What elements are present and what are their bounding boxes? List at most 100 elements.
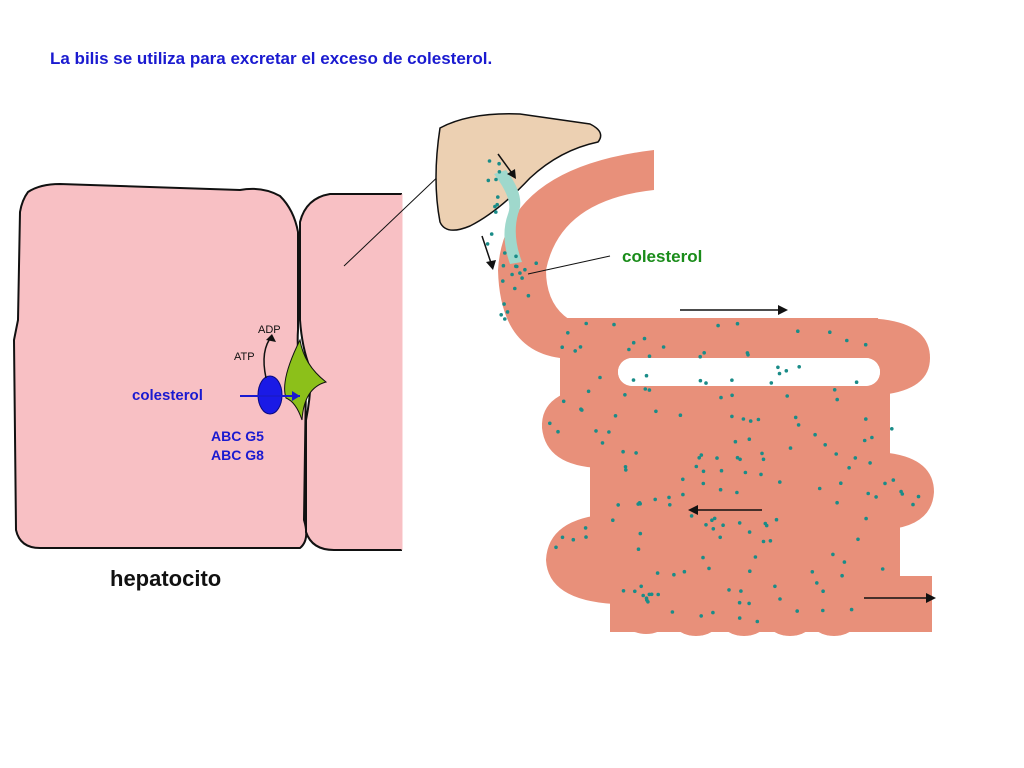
cholesterol-dot: [847, 466, 851, 470]
cholesterol-dot: [721, 523, 725, 527]
cholesterol-dot: [637, 501, 642, 505]
cholesterol-dot: [678, 413, 683, 418]
cholesterol-dot: [699, 453, 704, 457]
cholesterol-dot: [600, 441, 605, 445]
cholesterol-dot: [760, 451, 764, 456]
cholesterol-dot: [849, 607, 854, 612]
diagram-title: La bilis se utiliza para excretar el exc…: [50, 49, 492, 68]
cholesterol-dot: [653, 497, 657, 502]
cholesterol-dot: [748, 419, 753, 423]
cholesterol-dot: [513, 286, 517, 291]
cholesterol-dot: [854, 380, 859, 385]
cholesterol-dot: [624, 468, 628, 472]
cholesterol-dot: [584, 535, 588, 539]
cholesterol-dot: [817, 486, 822, 491]
cholesterol-dot: [668, 503, 672, 507]
cholesterol-dot: [712, 516, 717, 521]
cholesterol-dot: [611, 518, 615, 522]
cholesterol-dot: [753, 555, 758, 559]
cholesterol-dot: [842, 560, 847, 564]
cholesterol-dot: [631, 378, 636, 382]
cholesterol-dot: [821, 589, 825, 593]
cholesterol-dot: [655, 571, 660, 575]
cholesterol-dot: [883, 481, 887, 486]
cholesterol-dot: [747, 530, 752, 534]
cholesterol-dot: [704, 381, 708, 385]
cholesterol-dot: [667, 495, 671, 500]
hepatocyte-cells: [12, 182, 403, 551]
cholesterol-dot: [681, 492, 685, 497]
cholesterol-dot: [636, 547, 641, 551]
cholesterol-dot: [560, 345, 564, 350]
cholesterol-dot: [747, 601, 751, 606]
cholesterol-dot: [494, 177, 498, 182]
cholesterol-dot: [702, 351, 706, 355]
cholesterol-dot: [832, 388, 837, 392]
cholesterol-dot: [616, 503, 620, 507]
duodenum: [498, 150, 654, 358]
cholesterol-dot: [699, 614, 703, 618]
cholesterol-dot: [831, 552, 835, 557]
transporter-label-g5: ABC G5: [211, 428, 264, 444]
cholesterol-dot: [505, 310, 510, 314]
cholesterol-dot: [584, 321, 588, 326]
cholesterol-dot: [730, 393, 734, 398]
cholesterol-dot: [763, 521, 768, 526]
cholesterol-dot: [862, 438, 867, 443]
cholesterol-dot: [499, 313, 504, 317]
cholesterol-dot: [698, 354, 702, 359]
cholesterol-dot: [768, 539, 773, 543]
cholesterol-dot: [697, 456, 701, 460]
cholesterol-dot: [496, 195, 500, 199]
cholesterol-dot: [774, 517, 779, 522]
cholesterol-dot: [788, 446, 793, 450]
cholesterol-dot: [523, 267, 527, 272]
transporter-label-g8: ABC G8: [211, 447, 264, 463]
cholesterol-dot: [503, 251, 507, 255]
cholesterol-dot: [795, 609, 799, 613]
cholesterol-dot: [634, 451, 638, 455]
cholesterol-dot: [715, 456, 719, 460]
cholesterol-dot: [510, 272, 514, 277]
cholesterol-dot: [796, 329, 800, 334]
cholesterol-dot: [566, 331, 570, 335]
cholesterol-dot: [748, 569, 752, 573]
cholesterol-dot: [701, 469, 706, 474]
cholesterol-dot: [863, 342, 868, 347]
cholesterol-dot: [578, 345, 583, 349]
cholesterol-cell-label: colesterol: [132, 387, 203, 404]
hepatocyte-left: [12, 182, 308, 549]
cholesterol-dot: [644, 373, 649, 378]
cholesterol-dot: [741, 417, 746, 421]
cholesterol-dot: [642, 336, 647, 341]
cholesterol-dot: [813, 432, 817, 437]
cholesterol-intestine-label: colesterol: [622, 247, 702, 266]
cholesterol-dot: [643, 387, 648, 391]
cholesterol-dot: [548, 421, 552, 426]
cholesterol-dot: [730, 414, 734, 419]
cholesterol-dot: [769, 381, 774, 385]
cholesterol-dot: [864, 516, 868, 521]
cholesterol-dot: [613, 414, 618, 418]
cholesterol-dot: [647, 388, 652, 392]
cholesterol-dot: [633, 589, 637, 594]
cholesterol-dot: [710, 518, 714, 522]
cholesterol-dot: [737, 600, 742, 605]
bile-duct: [494, 170, 522, 264]
cholesterol-dot: [689, 514, 694, 518]
bile-canaliculus: [284, 338, 328, 421]
cholesterol-dot: [840, 573, 844, 578]
cholesterol-dot: [834, 452, 838, 456]
cholesterol-dot: [778, 480, 782, 484]
hepatocyte-label: hepatocito: [110, 566, 221, 591]
cholesterol-dot: [735, 490, 739, 495]
cholesterol-dot: [716, 323, 720, 328]
cholesterol-dot: [586, 389, 591, 394]
cholesterol-dot: [681, 477, 685, 482]
cholesterol-dot: [520, 276, 524, 280]
cholesterol-dot: [719, 395, 723, 400]
cholesterol-dot: [821, 608, 825, 613]
small-intestine: [498, 150, 934, 636]
cholesterol-dot: [534, 261, 538, 266]
cholesterol-dot: [916, 494, 921, 499]
